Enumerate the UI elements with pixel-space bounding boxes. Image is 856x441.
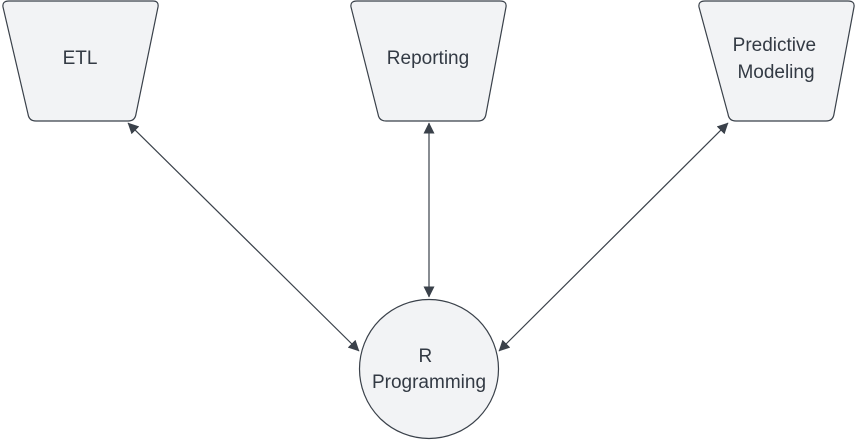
node-etl-label: ETL [63, 48, 98, 69]
node-reporting[interactable]: Reporting [350, 0, 507, 122]
node-etl-label-line: ETL [63, 48, 98, 69]
node-r-programming[interactable]: R Programming [358, 298, 500, 440]
node-r-programming-label: R Programming [372, 346, 486, 393]
node-predictive-modeling-label: Predictive Modeling [733, 35, 822, 83]
node-predictive-modeling-label-line-2: Modeling [737, 62, 814, 83]
edge-predictive-modeling-r-programming[interactable] [498, 122, 729, 352]
node-predictive-modeling-shape[interactable] [698, 0, 855, 122]
node-r-programming-label-line-2: Programming [372, 372, 486, 393]
node-reporting-label: Reporting [387, 48, 469, 69]
node-reporting-shape[interactable] [350, 0, 507, 122]
node-etl-shape[interactable] [2, 0, 159, 122]
node-predictive-modeling[interactable]: Predictive Modeling [698, 0, 855, 122]
node-r-programming-label-line-1: R [418, 346, 432, 367]
edge-etl-r-programming[interactable] [127, 122, 360, 352]
node-etl[interactable]: ETL [2, 0, 159, 122]
connectors [127, 122, 729, 352]
node-reporting-label-line: Reporting [387, 48, 469, 69]
node-r-programming-shape[interactable] [358, 298, 500, 440]
node-predictive-modeling-label-line-1: Predictive [733, 35, 816, 56]
